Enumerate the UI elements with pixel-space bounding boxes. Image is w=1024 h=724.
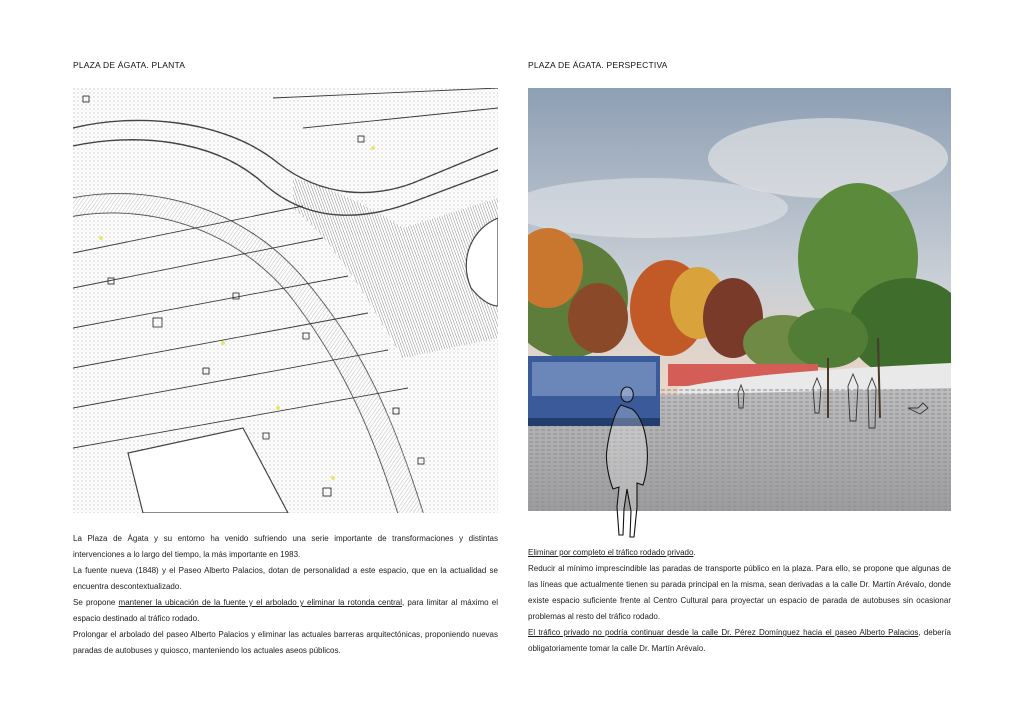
perspective-render [528,88,951,511]
plan-description: La Plaza de Ágata y su entorno ha venido… [73,531,498,659]
plan-title: PLAZA DE ÁGATA. PLANTA [73,60,186,70]
private-traffic-underlined: El tráfico privado no podría continuar d… [528,628,919,637]
perspective-description: Eliminar por completo el tráfico rodado … [528,545,951,657]
traffic-proposal-underlined: Eliminar por completo el tráfico rodado … [528,548,694,557]
traffic-proposal-suffix: . [693,548,696,557]
perspective-paragraph-1: Eliminar por completo el tráfico rodado … [528,545,951,561]
plan-paragraph-1: La Plaza de Ágata y su entorno ha venido… [73,534,498,559]
proposal-underlined: mantener la ubicación de la fuente y el … [118,598,403,607]
perspective-paragraph-3: El tráfico privado no podría continuar d… [528,625,951,657]
proposal-prefix: Se propone [73,598,119,607]
plan-paragraph-2: La fuente nueva (1848) y el Paseo Albert… [73,566,498,591]
private-traffic-suffix: , debería obligatoriamente tomar la call… [528,628,951,653]
proposal-suffix: , para limitar al máximo el espacio dest… [73,598,499,623]
plan-paragraph-4: Prolongar el arbolado del paseo Alberto … [73,630,498,655]
pedestrian-silhouette [595,383,665,543]
perspective-paragraph-2: Reducir al mínimo imprescindible las par… [528,564,951,621]
site-plan-drawing [73,88,498,513]
perspective-title: PLAZA DE ÁGATA. PERSPECTIVA [528,60,668,70]
plan-paragraph-3: Se propone mantener la ubicación de la f… [73,595,498,627]
